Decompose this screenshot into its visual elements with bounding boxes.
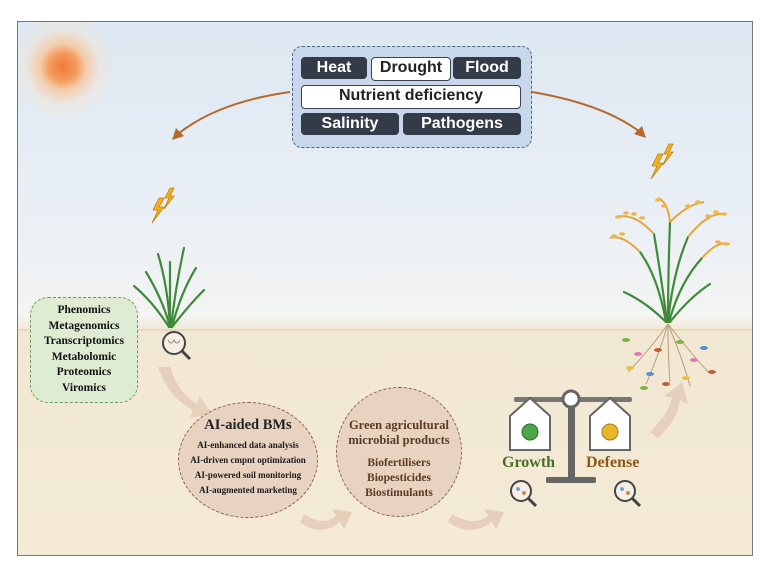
omics-box: Phenomics Metagenomics Transcriptomics M… [30,297,138,403]
omics-item: Proteomics [56,366,112,378]
illustration-layer [132,91,731,530]
sun-icon [18,22,118,122]
defense-label: Defense [586,454,640,471]
diagram-frame: Heat Drought Flood Nutrient deficiency S… [17,21,753,556]
ai-bms-item: AI-enhanced data analysis [197,440,299,450]
flow-arrow-2 [300,509,352,530]
omics-item: Transcriptomics [43,335,125,347]
lightning-icon-right [650,143,674,180]
balance-scale-icon [509,389,632,483]
ai-bms-item: AI-powered soil monitoring [194,470,302,480]
young-plant [132,246,206,329]
ground-line [18,329,752,331]
stress-flood: Flood [453,57,521,79]
stress-heat: Heat [301,57,367,79]
omics-item: Metabolomic [51,350,117,363]
stress-arrow-left [172,91,291,140]
ai-bms-item: AI-augmented marketing [199,485,297,495]
omics-item: Phenomics [57,304,111,316]
lightning-icon-left [151,187,175,224]
stress-arrow-right [531,91,646,138]
omics-item: Viromics [61,381,107,394]
stress-salinity: Salinity [301,113,399,135]
product-item: Biofertilisers [367,457,431,469]
growth-label: Growth [502,454,556,471]
ai-bms-title: AI-aided BMs [204,417,292,433]
stress-factors-box: Heat Drought Flood Nutrient deficiency S… [292,46,532,148]
omics-item: Metagenomics [48,319,120,332]
product-item: Biostimulants [365,487,433,499]
microbial-products-circle: Green agricultural microbial products Bi… [336,387,462,517]
flow-arrow-3 [448,509,504,530]
defense-pan [589,396,631,451]
mature-rice-plant [609,197,731,390]
magnifier-icon-defense [614,480,642,508]
stress-pathogens: Pathogens [403,113,521,135]
product-item: Biopesticides [367,472,431,484]
flow-arrow-1 [158,367,212,418]
products-title-line1: Green agricultural [348,418,450,432]
ai-bms-item: AI-driven cmpnt optimization [190,455,306,465]
stress-nutrient-deficiency: Nutrient deficiency [301,85,521,109]
stress-drought: Drought [371,57,451,81]
root-microbes [622,338,716,390]
flow-arrow-4 [650,382,688,438]
ai-bms-circle: AI-aided BMs AI-enhanced data analysis A… [178,402,318,518]
products-title-line2: microbial products [348,433,450,447]
growth-pan [509,396,551,451]
magnifier-icon-growth [510,480,538,508]
magnifier-icon-roots [162,331,192,361]
